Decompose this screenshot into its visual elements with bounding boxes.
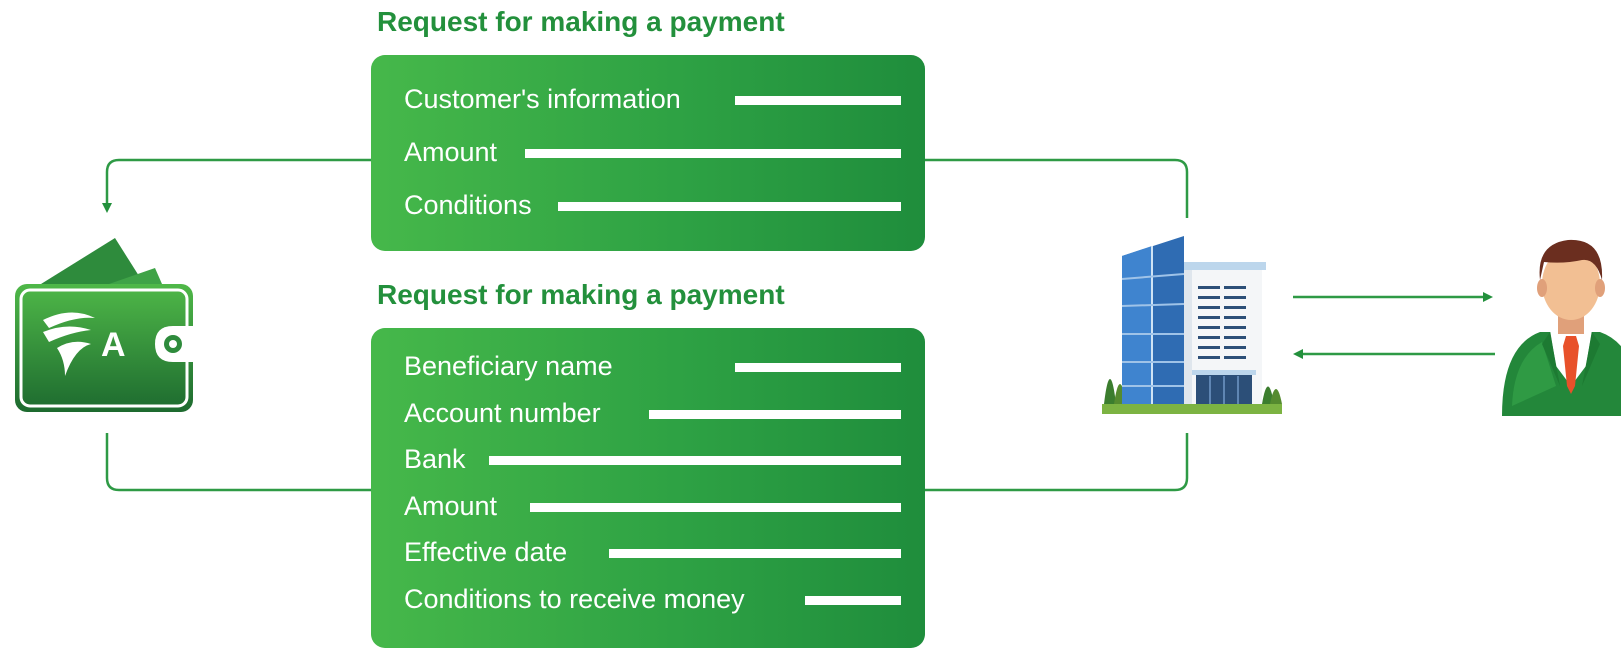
field-label: Bank [404, 443, 466, 474]
top-flow-line [107, 158, 1189, 218]
field-row: Amount [404, 135, 901, 169]
wallet-icon: A [15, 238, 193, 412]
field-blank-line [489, 456, 901, 465]
field-row: Conditions to receive money [404, 582, 901, 616]
field-blank-line [525, 149, 901, 158]
field-label: Amount [404, 490, 498, 521]
field-row: Amount [404, 489, 901, 523]
field-row: Customer's information [404, 82, 901, 116]
field-row: Effective date [404, 535, 901, 569]
field-blank-line [558, 202, 901, 211]
field-label: Conditions to receive money [404, 583, 745, 614]
field-label: Customer's information [404, 83, 681, 114]
field-blank-line [530, 503, 901, 512]
field-row: Account number [404, 396, 901, 430]
bank-building-icon [1102, 236, 1282, 414]
top-request-card: Customer's information Amount Conditions [371, 55, 925, 251]
field-row: Bank [404, 442, 901, 476]
bottom-flow-line [105, 433, 1189, 492]
bottom-request-card: Beneficiary name Account number Bank Amo… [371, 328, 925, 648]
wallet-logo-letter: A [101, 326, 126, 364]
field-label: Beneficiary name [404, 350, 613, 381]
field-label: Amount [404, 136, 498, 167]
field-blank-line [805, 596, 901, 605]
field-blank-line [735, 96, 901, 105]
field-label: Effective date [404, 536, 568, 567]
field-blank-line [649, 410, 901, 419]
field-blank-line [609, 549, 901, 558]
top-request-title: Request for making a payment [377, 6, 785, 37]
customer-avatar-icon [1502, 239, 1621, 416]
field-blank-line [735, 363, 901, 372]
bottom-request-title: Request for making a payment [377, 279, 785, 310]
field-label: Account number [404, 397, 601, 428]
field-row: Conditions [404, 188, 901, 222]
field-label: Conditions [404, 189, 532, 220]
field-row: Beneficiary name [404, 349, 901, 383]
